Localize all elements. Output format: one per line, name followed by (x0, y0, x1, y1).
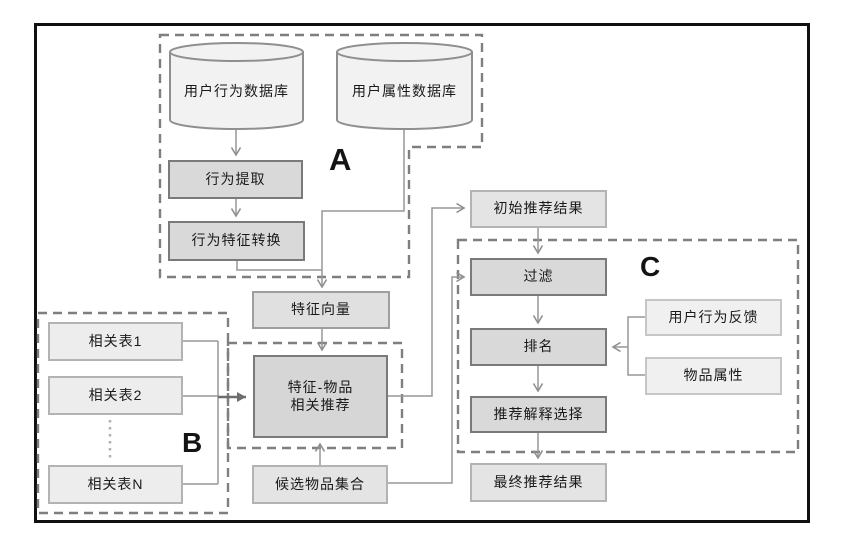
node-label: 过滤 (523, 268, 554, 285)
node-label: 用户行为反馈 (668, 308, 759, 325)
section-a-outline (158, 33, 484, 279)
node-feature-vector: 特征向量 (252, 291, 390, 329)
behavior-db-label: 用户行为数据库 (184, 83, 289, 99)
node-label: 相关表1 (88, 332, 143, 349)
section-c-letter: C (640, 251, 661, 282)
attribute-db-cylinder (336, 52, 473, 130)
behavior-db-cylinder (169, 52, 304, 130)
section-a-letter: A (329, 142, 352, 177)
edge-convert-join (236, 261, 322, 271)
node-filter: 过滤 (470, 258, 607, 296)
edge-attributedb-to-featurevector (316, 130, 405, 289)
node-label: 相关表2 (88, 386, 143, 403)
edge-feedback-attr-bracket (627, 316, 645, 376)
node-label: 行为特征转换 (191, 232, 282, 249)
node-label-line2: 相关推荐 (290, 396, 351, 413)
node-related-table-n: 相关表N (48, 465, 183, 504)
node-label: 推荐解释选择 (493, 405, 584, 422)
node-related-table-1: 相关表1 (48, 322, 183, 361)
node-initial-results: 初始推荐结果 (470, 190, 607, 228)
node-candidate-items: 候选物品集合 (252, 465, 388, 504)
node-label: 最终推荐结果 (493, 473, 584, 490)
node-behavior-feature-convert: 行为特征转换 (168, 221, 305, 261)
node-label: 候选物品集合 (275, 475, 365, 492)
node-label: 特征向量 (291, 301, 351, 318)
node-label: 行为提取 (205, 170, 266, 187)
attribute-db-label: 用户属性数据库 (352, 83, 457, 99)
node-label-line1: 特征-物品 (287, 379, 354, 395)
diagram-border (34, 23, 810, 523)
node-user-feedback: 用户行为反馈 (645, 299, 782, 336)
node-label: 初始推荐结果 (493, 200, 584, 217)
node-behavior-extract: 行为提取 (168, 160, 303, 199)
behavior-db-cylinder-top (169, 42, 304, 62)
node-feature-item-rec: 特征-物品 相关推荐 (253, 355, 388, 438)
section-b-letter: B (182, 427, 203, 458)
node-label: 相关表N (87, 475, 144, 492)
node-explanation-select: 推荐解释选择 (470, 396, 607, 433)
node-label: 排名 (523, 338, 554, 355)
node-ranking: 排名 (470, 328, 607, 366)
section-c-outline (456, 238, 800, 454)
node-related-table-2: 相关表2 (48, 376, 183, 415)
edge-rec-to-initial (388, 202, 466, 397)
node-final-results: 最终推荐结果 (470, 463, 607, 502)
attribute-db-cylinder-top (336, 42, 473, 62)
node-item-attributes: 物品属性 (645, 357, 782, 395)
edge-candidates-to-filter (387, 271, 466, 484)
node-label: 物品属性 (683, 367, 744, 384)
